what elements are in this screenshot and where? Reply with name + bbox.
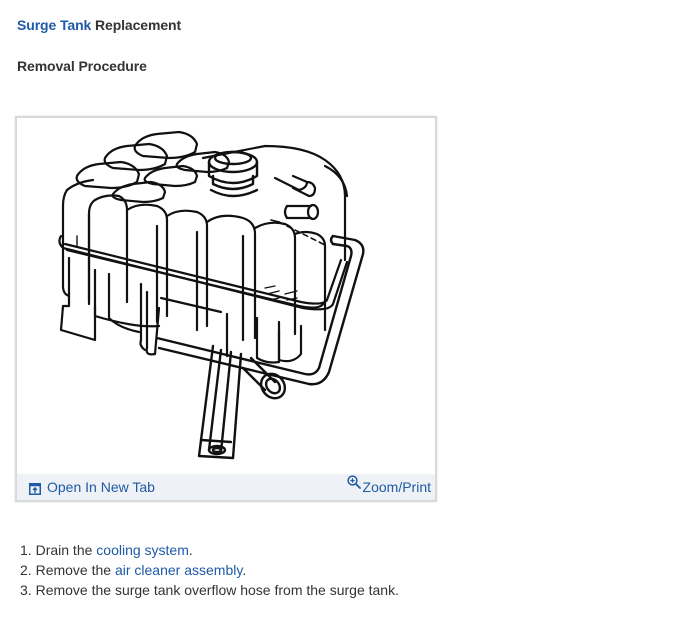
- figure-frame: Open In New Tab Zoom/Print: [15, 116, 437, 502]
- surge-tank-illustration[interactable]: [17, 118, 435, 474]
- page-title-rest: Replacement: [91, 17, 182, 33]
- open-new-tab-icon: [29, 481, 41, 495]
- zoom-print-label: Zoom/Print: [362, 479, 431, 495]
- air-cleaner-assembly-link[interactable]: air cleaner assembly: [114, 562, 243, 578]
- surge-tank-link[interactable]: Surge Tank: [17, 17, 92, 33]
- step-text: Drain the: [35, 542, 97, 558]
- figure-footer: Open In New Tab Zoom/Print: [17, 474, 435, 500]
- step-number: 2.: [20, 562, 32, 578]
- open-in-new-tab-label: Open In New Tab: [47, 479, 155, 495]
- zoom-in-icon: [346, 475, 361, 489]
- step-item: 1. Drain the cooling system.: [20, 540, 399, 560]
- cooling-system-link[interactable]: cooling system: [96, 542, 189, 558]
- step-text: Remove the surge tank overflow hose from…: [35, 582, 399, 598]
- step-text: Remove the: [35, 562, 115, 578]
- open-in-new-tab-link[interactable]: Open In New Tab: [29, 478, 155, 496]
- step-number: 3.: [20, 582, 32, 598]
- step-suffix: .: [242, 562, 247, 578]
- section-title: Removal Procedure: [17, 58, 147, 74]
- step-suffix: .: [188, 542, 193, 558]
- step-item: 2. Remove the air cleaner assembly.: [20, 560, 399, 580]
- procedure-steps: 1. Drain the cooling system. 2. Remove t…: [20, 540, 399, 600]
- step-item: 3. Remove the surge tank overflow hose f…: [20, 580, 399, 600]
- step-number: 1.: [20, 542, 32, 558]
- page-title: Surge Tank Replacement: [17, 16, 181, 34]
- zoom-print-link[interactable]: Zoom/Print: [346, 475, 431, 496]
